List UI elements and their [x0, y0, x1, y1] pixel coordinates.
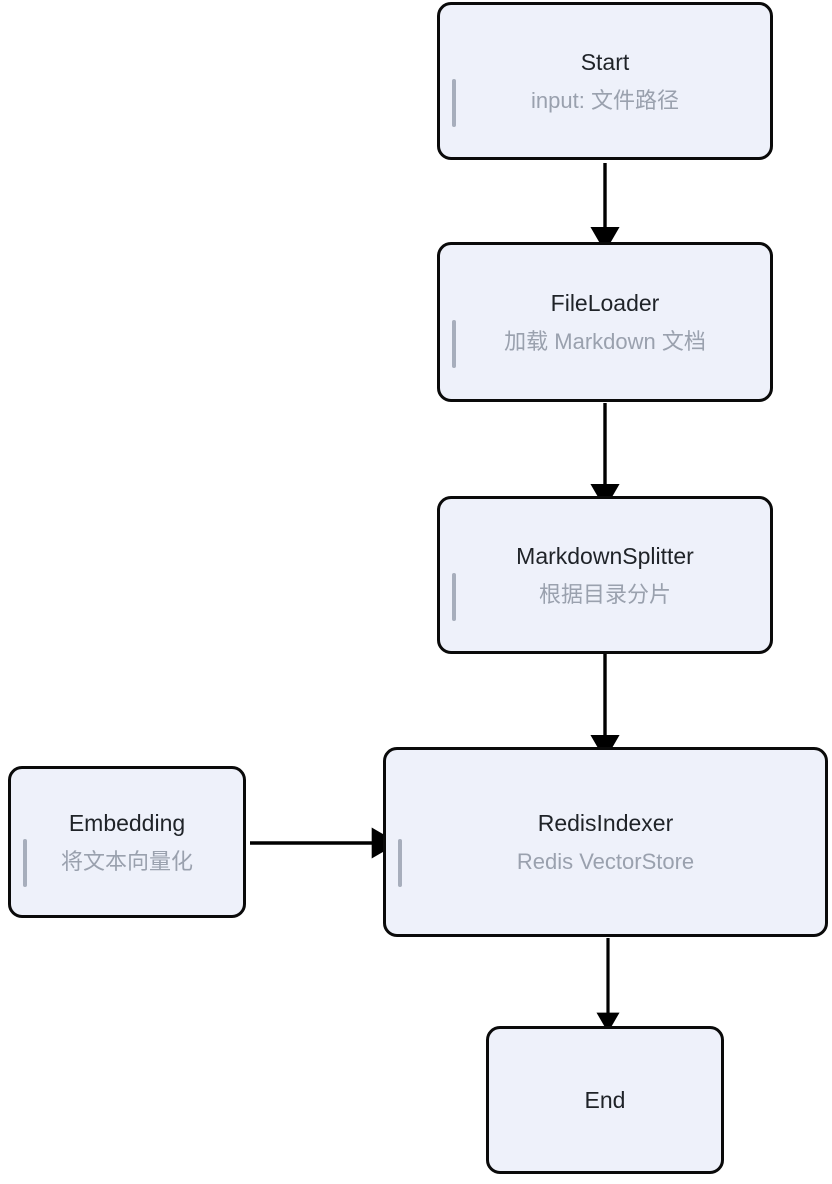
node-redisindexer-accent-bar: [398, 839, 402, 887]
node-markdownsplitter-subtitle: 根据目录分片: [538, 581, 671, 607]
node-fileloader-title: FileLoader: [550, 289, 660, 316]
node-start-title: Start: [580, 48, 630, 75]
node-markdownsplitter-accent-bar: [452, 573, 456, 621]
node-start-subtitle: input: 文件路径: [531, 87, 679, 113]
node-markdownsplitter[interactable]: MarkdownSplitter 根据目录分片: [437, 496, 773, 654]
node-redisindexer[interactable]: RedisIndexer Redis VectorStore: [383, 747, 828, 937]
node-start-accent-bar: [452, 79, 456, 127]
node-fileloader[interactable]: FileLoader 加载 Markdown 文档: [437, 242, 773, 402]
node-redisindexer-title: RedisIndexer: [537, 809, 674, 836]
node-embedding-subtitle: 将文本向量化: [60, 848, 193, 874]
node-redisindexer-subtitle: Redis VectorStore: [516, 848, 695, 874]
node-start[interactable]: Start input: 文件路径: [437, 2, 773, 160]
node-fileloader-accent-bar: [452, 320, 456, 368]
node-embedding[interactable]: Embedding 将文本向量化: [8, 766, 246, 918]
node-markdownsplitter-title: MarkdownSplitter: [516, 542, 694, 569]
node-embedding-title: Embedding: [68, 809, 186, 836]
node-end-title: End: [584, 1086, 626, 1113]
node-end[interactable]: End: [486, 1026, 724, 1174]
node-embedding-accent-bar: [23, 839, 27, 887]
node-fileloader-subtitle: 加载 Markdown 文档: [504, 328, 706, 354]
